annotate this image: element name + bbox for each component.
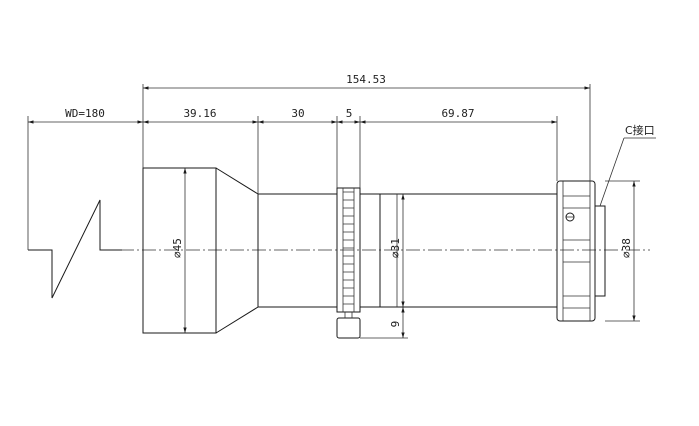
knob-height-label: 9 xyxy=(389,321,402,328)
rear-section-label: 69.87 xyxy=(441,107,474,120)
wd-label: WD=180 xyxy=(65,107,105,120)
focus-lock-knob xyxy=(336,317,361,339)
front-diameter-label: ⌀45 xyxy=(171,238,184,258)
focus-ring xyxy=(336,187,361,313)
total-length-label: 154.53 xyxy=(346,73,386,86)
body-diameter-label: ⌀31 xyxy=(389,238,402,258)
taper-section-label: 30 xyxy=(291,107,304,120)
working-distance-break-line xyxy=(28,199,122,299)
focus-ring-knurl xyxy=(342,188,355,312)
mount-callout: C接口 xyxy=(599,124,656,207)
front-barrel xyxy=(142,167,217,334)
mount-label: C接口 xyxy=(625,124,655,137)
lens-body xyxy=(142,167,606,339)
focus-ring-label: 5 xyxy=(346,107,353,120)
vertical-dimensions: ⌀45 ⌀31 9 ⌀38 xyxy=(171,168,640,339)
taper-section xyxy=(215,167,259,334)
horizontal-dimensions: 154.53 WD=180 39.16 30 5 69.87 xyxy=(27,73,591,250)
c-mount-thread xyxy=(594,205,606,297)
mount-diameter-label: ⌀38 xyxy=(620,238,633,258)
front-section-label: 39.16 xyxy=(183,107,216,120)
